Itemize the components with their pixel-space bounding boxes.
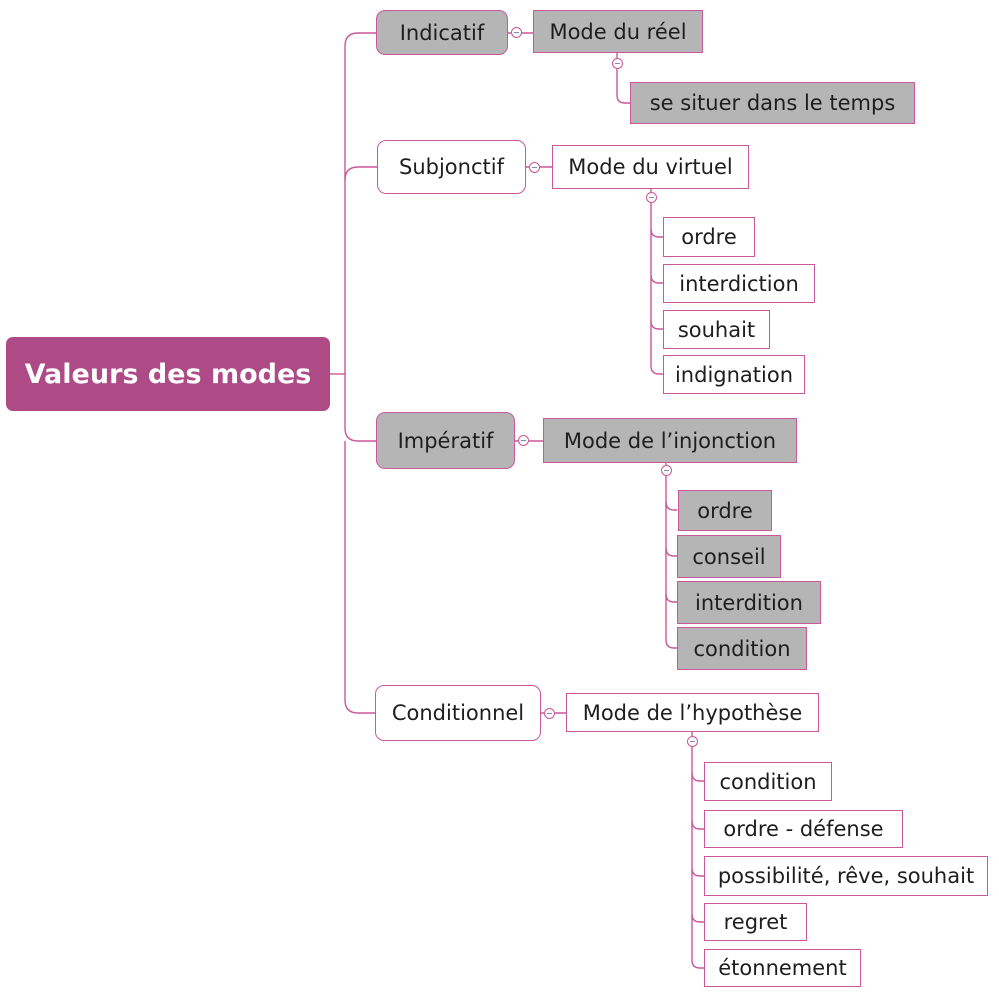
mode-node-subjonctif[interactable]: Subjonctif [377,140,526,194]
meaning-node-subjonctif[interactable]: Mode du virtuel [552,145,749,189]
value-node[interactable]: conseil [677,535,781,578]
value-node[interactable]: interdition [677,581,821,624]
root-label: Valeurs des modes [24,358,312,390]
value-label: possibilité, rêve, souhait [717,864,975,888]
branch-connector [344,166,377,181]
mode-node-conditionnel[interactable]: Conditionnel [375,685,541,741]
meaning-node-imperatif[interactable]: Mode de l’injonction [543,418,797,463]
value-node[interactable]: souhait [663,310,770,349]
minus-circle-icon[interactable] [661,465,672,476]
child-connector [665,593,677,603]
value-label: indignation [674,362,794,387]
value-label: interdition [695,590,803,615]
value-label: ordre [697,498,753,523]
value-label: regret [723,910,788,934]
branch-connector [344,441,375,714]
minus-circle-icon[interactable] [612,58,623,69]
value-node[interactable]: interdiction [663,264,815,303]
value-node[interactable]: indignation [663,355,805,394]
branch-connector [344,374,376,442]
value-label: interdiction [679,271,799,296]
minus-circle-icon[interactable] [518,435,529,446]
child-connector [691,913,704,923]
mode-label: Conditionnel [391,701,525,725]
child-connector [616,69,630,104]
root-node[interactable]: Valeurs des modes [6,337,330,411]
child-connector [650,228,663,238]
minus-circle-icon[interactable] [529,162,540,173]
child-connector [665,547,677,557]
meaning-node-conditionnel[interactable]: Mode de l’hypothèse [566,693,819,732]
value-node[interactable]: ordre [663,217,755,257]
value-node[interactable]: condition [677,627,807,670]
trunk-connector [344,32,376,374]
child-connector [650,320,663,330]
value-label: condition [719,769,817,794]
meaning-node-indicatif[interactable]: Mode du réel [533,10,703,53]
value-node[interactable]: possibilité, rêve, souhait [704,856,988,896]
meaning-label: Mode de l’injonction [563,428,777,453]
value-label: conseil [692,544,766,569]
child-connector [650,203,663,375]
minus-circle-icon[interactable] [544,708,555,719]
child-connector [691,747,704,969]
value-node[interactable]: ordre [678,490,772,531]
value-node[interactable]: étonnement [704,949,861,987]
mode-label: Impératif [397,428,494,453]
mode-node-imperatif[interactable]: Impératif [376,412,515,469]
value-label: souhait [677,317,756,342]
value-label: condition [693,636,791,661]
meaning-label: Mode du virtuel [568,155,733,179]
mode-label: Subjonctif [399,155,504,179]
meaning-label: Mode du réel [549,19,687,44]
mode-label: Indicatif [399,20,485,45]
value-node[interactable]: ordre - défense [704,810,903,848]
child-connector [650,274,663,284]
value-node[interactable]: regret [704,903,807,941]
minus-circle-icon[interactable] [511,27,522,38]
minus-circle-icon[interactable] [646,192,657,203]
value-label: étonnement [718,956,847,980]
meaning-label: Mode de l’hypothèse [582,700,803,725]
child-connector [665,476,677,649]
child-connector [665,501,677,511]
child-connector [691,820,704,830]
value-node[interactable]: se situer dans le temps [630,82,915,124]
value-label: ordre [681,225,737,249]
value-label: se situer dans le temps [649,91,896,115]
mode-node-indicatif[interactable]: Indicatif [376,10,508,55]
value-node[interactable]: condition [704,762,832,801]
child-connector [691,867,704,877]
child-connector [691,772,704,782]
value-label: ordre - défense [723,817,884,841]
minus-circle-icon[interactable] [687,736,698,747]
